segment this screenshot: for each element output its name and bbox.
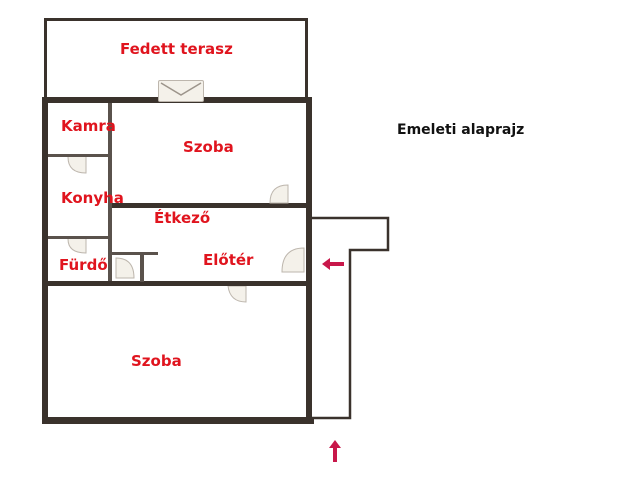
wall-kamra-konyha xyxy=(48,154,110,157)
wall-konyha-furdo xyxy=(48,236,110,239)
page-title: Emeleti alaprajz xyxy=(397,122,525,138)
arrow-left-icon xyxy=(322,258,344,270)
outer-wall-bottom xyxy=(42,417,314,424)
label-bathroom: Fürdő xyxy=(59,256,108,274)
wall-hall-szoba xyxy=(48,281,306,286)
corridor-outline xyxy=(312,216,390,420)
door-konyha-furdo xyxy=(67,239,87,254)
door-kamra-konyha xyxy=(67,157,87,174)
label-room-bottom: Szoba xyxy=(131,352,182,370)
label-terrace: Fedett terasz xyxy=(120,40,233,58)
outer-wall-left xyxy=(42,97,48,424)
wall-szoba-etkezo xyxy=(112,203,306,208)
door-entrance xyxy=(281,247,305,273)
wall-closet-right xyxy=(140,252,144,282)
wall-closet-top xyxy=(112,252,158,255)
terrace-area xyxy=(44,18,308,98)
wall-left-column xyxy=(108,103,112,283)
door-closet xyxy=(115,257,135,279)
terrace-door xyxy=(158,80,204,102)
label-kitchen: Konyha xyxy=(61,189,124,207)
outer-wall-right xyxy=(306,97,312,424)
label-hall: Előtér xyxy=(203,251,254,269)
label-dining: Étkező xyxy=(154,209,211,227)
label-pantry: Kamra xyxy=(61,117,116,135)
arrow-up-icon xyxy=(329,440,341,462)
door-szoba-top xyxy=(269,184,289,204)
door-szoba-bottom xyxy=(227,286,247,303)
label-room-top: Szoba xyxy=(183,138,234,156)
